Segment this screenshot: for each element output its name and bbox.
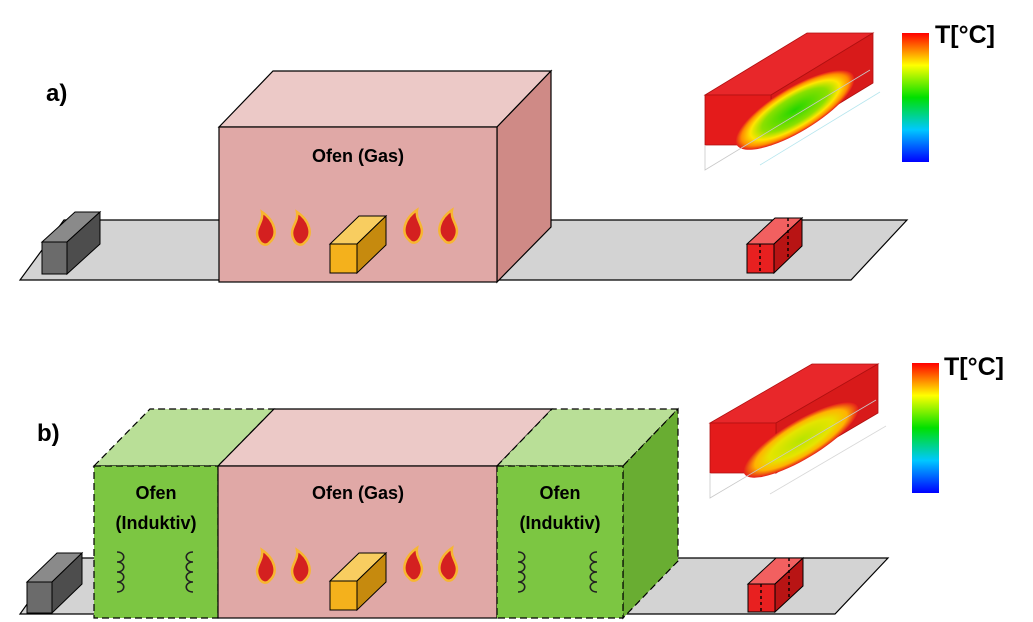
hot-billet-a bbox=[745, 216, 804, 275]
induction-left-line1: Ofen bbox=[135, 483, 176, 503]
cold-billet-a bbox=[40, 210, 102, 276]
gas-furnace-label-a: Ofen (Gas) bbox=[312, 146, 404, 166]
induction-right-line2: (Induktiv) bbox=[520, 513, 601, 533]
temperature-simulation-a bbox=[703, 32, 881, 171]
panel-b: b) Ofen (Induktiv) Ofen (Gas) bbox=[18, 353, 1004, 620]
induction-furnace-right-top bbox=[495, 408, 680, 467]
panel-a-label: a) bbox=[46, 80, 67, 107]
gas-furnace-label-b: Ofen (Gas) bbox=[312, 483, 404, 503]
gas-furnace-top-b bbox=[216, 408, 554, 467]
induction-furnace-right: Ofen (Induktiv) bbox=[496, 465, 624, 619]
panel-b-label: b) bbox=[37, 420, 60, 447]
gas-furnace-b: Ofen (Gas) bbox=[217, 465, 498, 619]
induction-furnace-left: Ofen (Induktiv) bbox=[93, 465, 219, 619]
hot-billet-b bbox=[746, 556, 805, 614]
induction-furnace-right-side bbox=[622, 407, 679, 620]
induction-right-line1: Ofen bbox=[539, 483, 580, 503]
warm-billet-a bbox=[328, 214, 388, 275]
colorbar-label-a: T[°C] bbox=[935, 21, 995, 49]
temperature-colorbar-b: T[°C] bbox=[912, 353, 1004, 493]
temperature-simulation-b bbox=[708, 363, 887, 499]
gas-furnace-a: Ofen (Gas) bbox=[217, 69, 553, 284]
cold-billet-b bbox=[25, 551, 84, 615]
induction-left-line2: (Induktiv) bbox=[116, 513, 197, 533]
temperature-colorbar-a: T[°C] bbox=[902, 21, 995, 162]
warm-billet-b bbox=[328, 551, 388, 612]
panel-a: a) Ofen (Gas) bbox=[18, 21, 995, 284]
colorbar-label-b: T[°C] bbox=[944, 353, 1004, 381]
